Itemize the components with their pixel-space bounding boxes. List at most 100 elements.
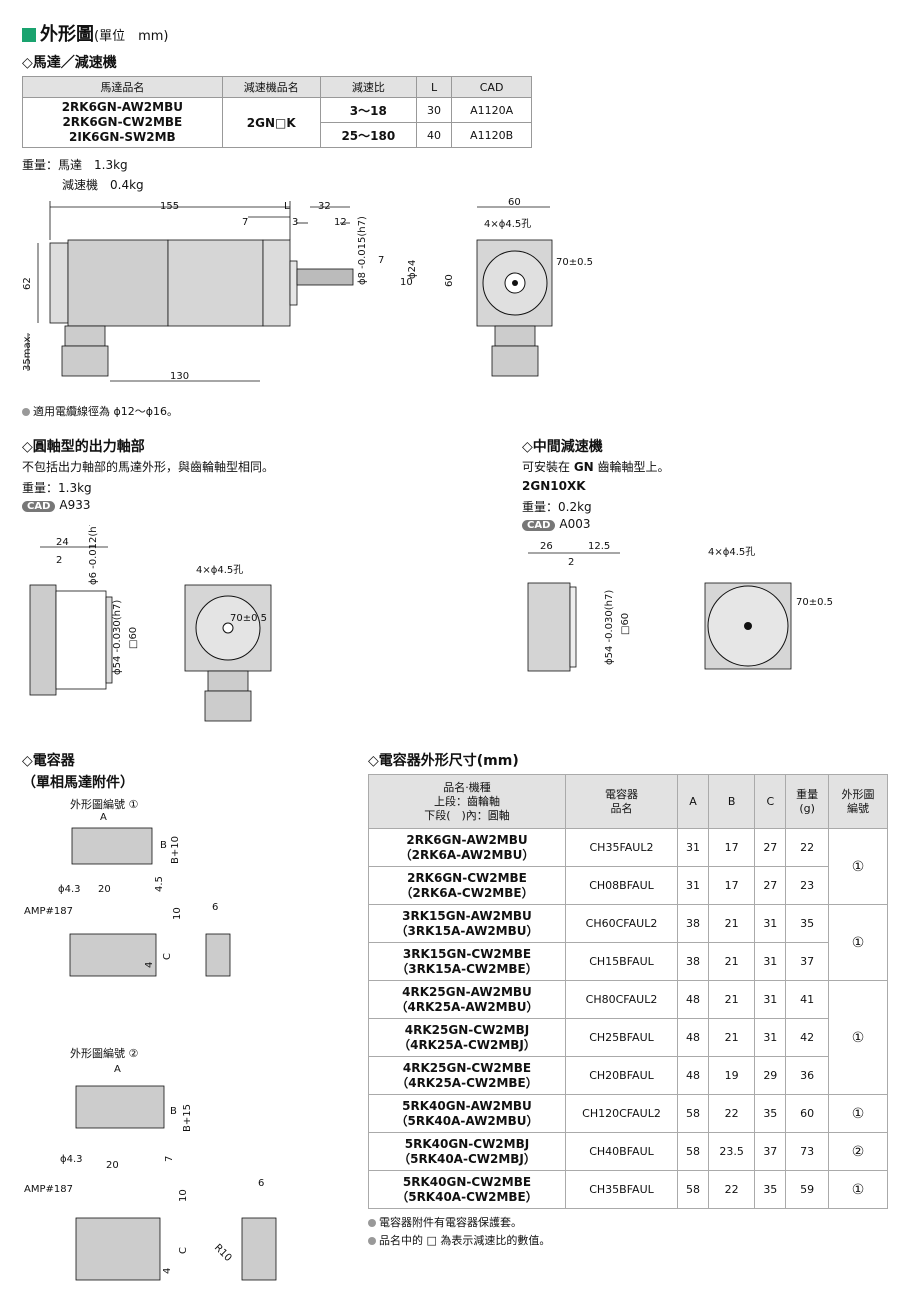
capacitor-dims-heading: ◇電容器外形尺寸(mm): [368, 753, 519, 769]
capacitor-dims-table: 品名·機種 上段：齒輪軸 下段( )內：圓軸 電容器品名 A B C 重量(g)…: [368, 774, 888, 1209]
svg-text:A: A: [100, 812, 107, 823]
capacitor-sub: （單相馬達附件）: [22, 775, 134, 791]
svg-text:B: B: [170, 1106, 177, 1117]
note-bullet-icon: [22, 408, 30, 416]
col-name: 品名·機種 上段：齒輪軸 下段( )內：圓軸: [368, 774, 566, 829]
svg-text:ϕ4.3: ϕ4.3: [58, 884, 81, 895]
note-bullet-icon: [368, 1219, 376, 1227]
svg-text:4: 4: [162, 1268, 173, 1274]
page-title: 外形圖(單位 mm): [22, 20, 168, 46]
fig2-label: 外形圖編號 ②: [70, 1047, 139, 1060]
capacitor-fig2-drawing: A B B+15 ϕ4.3 20 7 AMP#187 10 6 4 C R10: [24, 1064, 277, 1281]
svg-text:4×ϕ4.5孔: 4×ϕ4.5孔: [484, 218, 531, 230]
svg-text:AMP#187: AMP#187: [24, 906, 73, 917]
table-row: 5RK40GN-AW2MBU（5RK40A-AW2MBU） CH120CFAUL…: [368, 1094, 888, 1133]
mid-gear-model: 2GN10XK: [522, 479, 586, 493]
svg-text:C: C: [178, 1247, 189, 1254]
svg-text:A: A: [114, 1064, 121, 1075]
motor-heading: ◇馬達／減速機: [22, 55, 117, 71]
gear-name: 2GN□K: [221, 97, 321, 148]
capacitor-heading: ◇電容器: [22, 753, 75, 769]
svg-text:R10: R10: [212, 1242, 234, 1264]
weight-gear: 減速機 0.4kg: [62, 178, 144, 192]
motor-table: 馬達品名 減速機品名 減速比 L CAD 2RK6GN-AW2MBU 2RK6G…: [22, 76, 532, 148]
motor-front-drawing: 60 4×ϕ4.5孔 70±0.5 60: [444, 197, 593, 377]
cap-note-1: 電容器附件有電容器保護套。: [368, 1214, 522, 1230]
svg-text:130: 130: [170, 371, 189, 382]
col-weight: 重量(g): [785, 774, 830, 829]
svg-text:7: 7: [242, 217, 248, 228]
col-cap: 電容器品名: [565, 774, 678, 829]
svg-text:10: 10: [400, 277, 413, 288]
svg-text:6: 6: [258, 1178, 264, 1189]
svg-text:70±0.5: 70±0.5: [796, 597, 833, 608]
svg-text:32: 32: [318, 201, 331, 212]
mid-gear-heading: ◇中間減速機: [522, 439, 603, 455]
svg-text:12: 12: [334, 217, 347, 228]
svg-text:□60: □60: [620, 613, 631, 635]
cap-note-2: 品名中的 □ 為表示減速比的數值。: [368, 1232, 550, 1248]
weight-motor: 重量：馬達 1.3kg: [22, 158, 128, 172]
motor-side-drawing: 155 L 32 7 3 12 7 10 62 35max. 130 ϕ8 -0…: [22, 201, 418, 382]
cad-badge: CAD: [22, 501, 56, 512]
svg-text:70±0.5: 70±0.5: [230, 613, 267, 624]
svg-text:ϕ4.3: ϕ4.3: [60, 1154, 83, 1165]
svg-text:2: 2: [56, 555, 62, 566]
svg-text:60: 60: [508, 197, 521, 208]
motor-names: 2RK6GN-AW2MBU 2RK6GN-CW2MBE 2IK6GN-SW2MB: [22, 97, 223, 148]
title-marker-icon: [22, 28, 36, 42]
col-fig: 外形圖編號: [828, 774, 888, 829]
svg-text:4×ϕ4.5孔: 4×ϕ4.5孔: [708, 546, 755, 558]
svg-text:ϕ8 -0.015(h7): ϕ8 -0.015(h7): [357, 216, 368, 285]
round-shaft-drawing: 24 2 ϕ6 -0.012(h7) ϕ54 -0.030(h7) □60 4×…: [29, 525, 272, 722]
svg-text:ϕ54 -0.030(h7): ϕ54 -0.030(h7): [112, 600, 123, 675]
svg-text:20: 20: [106, 1160, 119, 1171]
svg-text:7: 7: [378, 255, 384, 266]
svg-text:155: 155: [160, 201, 179, 212]
table-row: 4RK25GN-AW2MBU（4RK25A-AW2MBU） CH80CFAUL2…: [368, 980, 888, 1095]
svg-text:60: 60: [444, 274, 455, 287]
cad-badge: CAD: [522, 520, 556, 531]
svg-text:20: 20: [98, 884, 111, 895]
svg-text:7: 7: [164, 1156, 175, 1162]
svg-text:62: 62: [22, 277, 33, 290]
svg-text:4: 4: [144, 962, 155, 968]
svg-text:C: C: [162, 953, 173, 960]
svg-text:ϕ24: ϕ24: [407, 260, 418, 279]
svg-text:B+15: B+15: [182, 1104, 193, 1132]
svg-text:3: 3: [292, 217, 298, 228]
svg-text:□60: □60: [128, 627, 139, 649]
round-shaft-desc: 不包括出力軸部的馬達外形，與齒輪軸型相同。: [22, 460, 275, 474]
round-shaft-weight: 重量：1.3kg: [22, 481, 92, 495]
svg-text:4×ϕ4.5孔: 4×ϕ4.5孔: [196, 564, 243, 576]
mid-gear-desc: 可安裝在 GN 齒輪軸型上。: [522, 460, 670, 474]
round-shaft-heading: ◇圓軸型的出力軸部: [22, 439, 145, 455]
svg-text:26: 26: [540, 541, 553, 552]
note-bullet-icon: [368, 1237, 376, 1245]
svg-text:70±0.5: 70±0.5: [556, 257, 593, 268]
mid-gear-weight: 重量：0.2kg: [522, 500, 592, 514]
cable-note: 適用電纜線徑為 ϕ12～ϕ16。: [22, 403, 178, 419]
svg-text:35max.: 35max.: [22, 333, 33, 371]
svg-text:10: 10: [172, 907, 183, 920]
capacitor-fig1-drawing: A B B+10 ϕ4.3 20 4.5 AMP#187 10 6 4 C: [24, 812, 231, 977]
table-row: 3RK15GN-AW2MBU（3RK15A-AW2MBU） CH60CFAUL2…: [368, 904, 888, 981]
svg-text:B: B: [160, 840, 167, 851]
svg-text:10: 10: [178, 1189, 189, 1202]
fig1-label: 外形圖編號 ①: [70, 798, 139, 811]
svg-text:12.5: 12.5: [588, 541, 610, 552]
svg-text:6: 6: [212, 902, 218, 913]
svg-text:2: 2: [568, 557, 574, 568]
svg-text:L: L: [284, 201, 290, 212]
svg-text:ϕ6 -0.012(h7): ϕ6 -0.012(h7): [88, 525, 99, 585]
svg-text:4.5: 4.5: [154, 876, 165, 892]
mid-gear-drawing: 26 12.5 2 ϕ54 -0.030(h7) □60 4×ϕ4.5孔 70±…: [527, 541, 833, 672]
svg-text:ϕ54 -0.030(h7): ϕ54 -0.030(h7): [604, 590, 615, 665]
